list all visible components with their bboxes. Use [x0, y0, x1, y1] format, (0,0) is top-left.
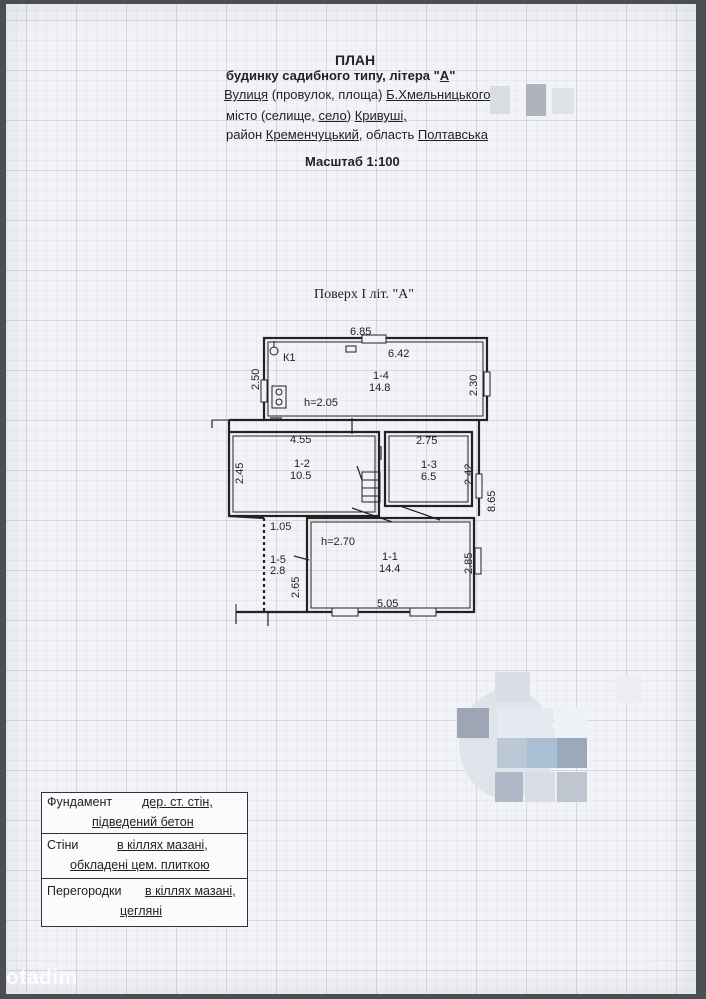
- city-value: Кривуші,: [354, 108, 407, 123]
- plan-windows: [260, 334, 491, 617]
- dim-right-room1: 2.85: [463, 553, 475, 574]
- dim-porch-height: 2.65: [290, 577, 302, 598]
- region-label: , область: [358, 127, 415, 142]
- walls-label: Стіни: [47, 838, 79, 852]
- dim-top-outer: 6.85: [350, 326, 371, 338]
- scale-label: Масштаб 1:100: [305, 154, 400, 169]
- dim-porch-width: 1.05: [270, 521, 291, 533]
- table-divider: [42, 878, 247, 879]
- partitions-value-1: в кіллях мазані,: [145, 884, 236, 898]
- height-lower: h=2.70: [321, 536, 355, 548]
- room-1-5-id: 1-5: [270, 554, 286, 566]
- dim-right-total: 8.65: [486, 491, 498, 512]
- subtitle-suffix: ": [449, 68, 456, 83]
- plan-walls: [227, 336, 489, 614]
- foundation-value-2: підведений бетон: [92, 815, 194, 829]
- subtitle-prefix: будинку садибного типу, літера ": [226, 68, 440, 83]
- street-label: Вулиця: [224, 87, 269, 102]
- walls-value-2: обкладені цем. плиткою: [70, 858, 210, 872]
- room-1-2-id: 1-2: [294, 458, 310, 470]
- watermark-logo: otadim: [6, 966, 78, 989]
- plan-doors: [270, 417, 441, 561]
- room-1-3-id: 1-3: [421, 459, 437, 471]
- room-1-2-area: 10.5: [290, 470, 311, 482]
- header-redaction: [490, 84, 574, 116]
- district-line: район Кременчуцький, область Полтавська: [226, 127, 488, 142]
- materials-table: Фундамент дер. ст. стін, підведений бето…: [41, 792, 248, 927]
- dim-top-inner: 6.42: [388, 348, 409, 360]
- table-divider: [42, 833, 247, 834]
- partitions-label: Перегородки: [47, 884, 122, 898]
- dim-right-upper: 2.30: [468, 375, 480, 396]
- city-close: ): [346, 108, 352, 123]
- room-1-1-id: 1-1: [382, 551, 398, 563]
- dim-mid-right: 2.75: [416, 435, 437, 447]
- height-upper: h=2.05: [304, 397, 338, 409]
- seal-redaction: [457, 672, 641, 802]
- fixture-label: К1: [283, 352, 296, 364]
- room-1-1-area: 14.4: [379, 563, 400, 575]
- street-rest: (провулок, площа): [271, 87, 383, 102]
- room-1-4-id: 1-4: [373, 370, 389, 382]
- room-1-3-area: 6.5: [421, 471, 436, 483]
- foundation-label: Фундамент: [47, 795, 113, 809]
- dim-bottom: 5.05: [377, 598, 398, 610]
- document-title: ПЛАН: [335, 52, 376, 68]
- city-line: місто (селище, село) Кривуші,: [226, 108, 407, 123]
- dim-mid-left: 4.55: [290, 434, 311, 446]
- boiler-icon: [269, 341, 279, 356]
- district-value: Кременчуцький: [265, 127, 359, 142]
- dim-left-upper: 2.50: [250, 369, 262, 390]
- subtitle-letter: А: [439, 68, 450, 83]
- foundation-value-1: дер. ст. стін,: [142, 795, 213, 809]
- street-value: Б.Хмельницького: [386, 87, 491, 102]
- city-selected: село: [318, 108, 347, 123]
- vent-icon: [345, 345, 357, 353]
- district-label: район: [226, 127, 263, 142]
- street-line: Вулиця (провулок, площа) Б.Хмельницького: [224, 87, 490, 102]
- plan-labels: 6.85 6.42 К1 2.50 2.30 1-4 14.8 h=2.05 4…: [234, 326, 498, 610]
- floor-caption: Поверх I літ. "А": [314, 287, 414, 302]
- city-label: місто (селище,: [226, 108, 315, 123]
- dim-right-room3: 2.42: [463, 464, 475, 485]
- plan-stairs: [361, 471, 381, 503]
- dim-left-middle: 2.45: [234, 463, 246, 484]
- document-subtitle: будинку садибного типу, літера "А": [226, 68, 455, 83]
- walls-value-1: в кіллях мазані,: [117, 838, 208, 852]
- region-value: Полтавська: [417, 127, 488, 142]
- room-1-4-area: 14.8: [369, 382, 390, 394]
- entrance-marks: [211, 420, 269, 626]
- stove-icon: [271, 385, 287, 409]
- partitions-value-2: цегляні: [120, 904, 162, 918]
- room-1-5-area: 2.8: [270, 565, 285, 577]
